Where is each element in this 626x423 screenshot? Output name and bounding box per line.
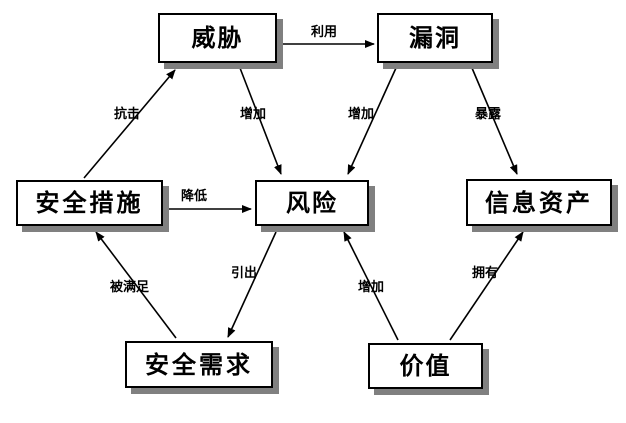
node-information-asset-label: 信息资产 <box>485 188 593 217</box>
node-vulnerability[interactable]: 漏洞 <box>377 13 493 63</box>
edge-value-to-asset <box>449 231 524 341</box>
edge-label-counter: 抗击 <box>114 107 141 122</box>
edge-risk-to-require <box>227 231 277 338</box>
node-vulnerability-label: 漏洞 <box>409 24 461 52</box>
node-information-asset[interactable]: 信息资产 <box>466 179 612 226</box>
edge-label-derive: 引出 <box>231 266 258 281</box>
node-threat-label: 威胁 <box>191 24 244 52</box>
edge-label-increase-vuln-risk: 增加 <box>348 107 375 122</box>
node-risk-label: 风险 <box>286 189 338 217</box>
edge-control-to-threat <box>83 69 176 179</box>
edge-value-to-risk <box>343 231 399 341</box>
node-value[interactable]: 价值 <box>368 343 483 389</box>
node-risk[interactable]: 风险 <box>255 180 369 226</box>
edge-label-increase-threat-risk: 增加 <box>240 107 267 122</box>
edge-label-own: 拥有 <box>472 266 499 281</box>
node-value-label: 价值 <box>399 352 452 380</box>
edge-vuln-to-risk <box>347 67 397 175</box>
node-security-control[interactable]: 安全措施 <box>16 180 163 226</box>
edge-label-satisfied: 被满足 <box>110 280 150 295</box>
edge-threat-to-risk <box>239 67 282 175</box>
node-security-requirement[interactable]: 安全需求 <box>125 341 273 388</box>
node-security-requirement-label: 安全需求 <box>145 350 253 379</box>
node-security-control-label: 安全措施 <box>35 189 144 217</box>
edge-label-exploit: 利用 <box>311 25 338 40</box>
edge-label-expose: 暴露 <box>475 107 502 122</box>
edge-label-reduce: 降低 <box>181 189 208 204</box>
node-threat[interactable]: 威胁 <box>158 13 277 63</box>
edge-require-to-control <box>95 231 177 339</box>
edge-label-increase-value-risk: 增加 <box>358 280 385 295</box>
edge-vuln-to-asset <box>471 67 518 175</box>
